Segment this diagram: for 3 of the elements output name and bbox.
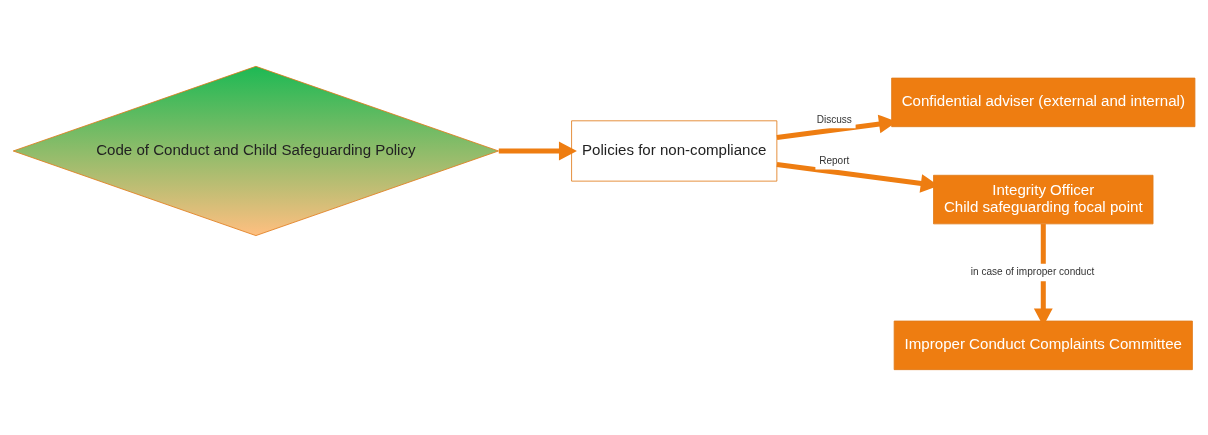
edge-label: Discuss — [816, 113, 852, 125]
edge-label: in case of improper conduct — [970, 265, 1095, 277]
edge-label: Report — [819, 154, 850, 166]
